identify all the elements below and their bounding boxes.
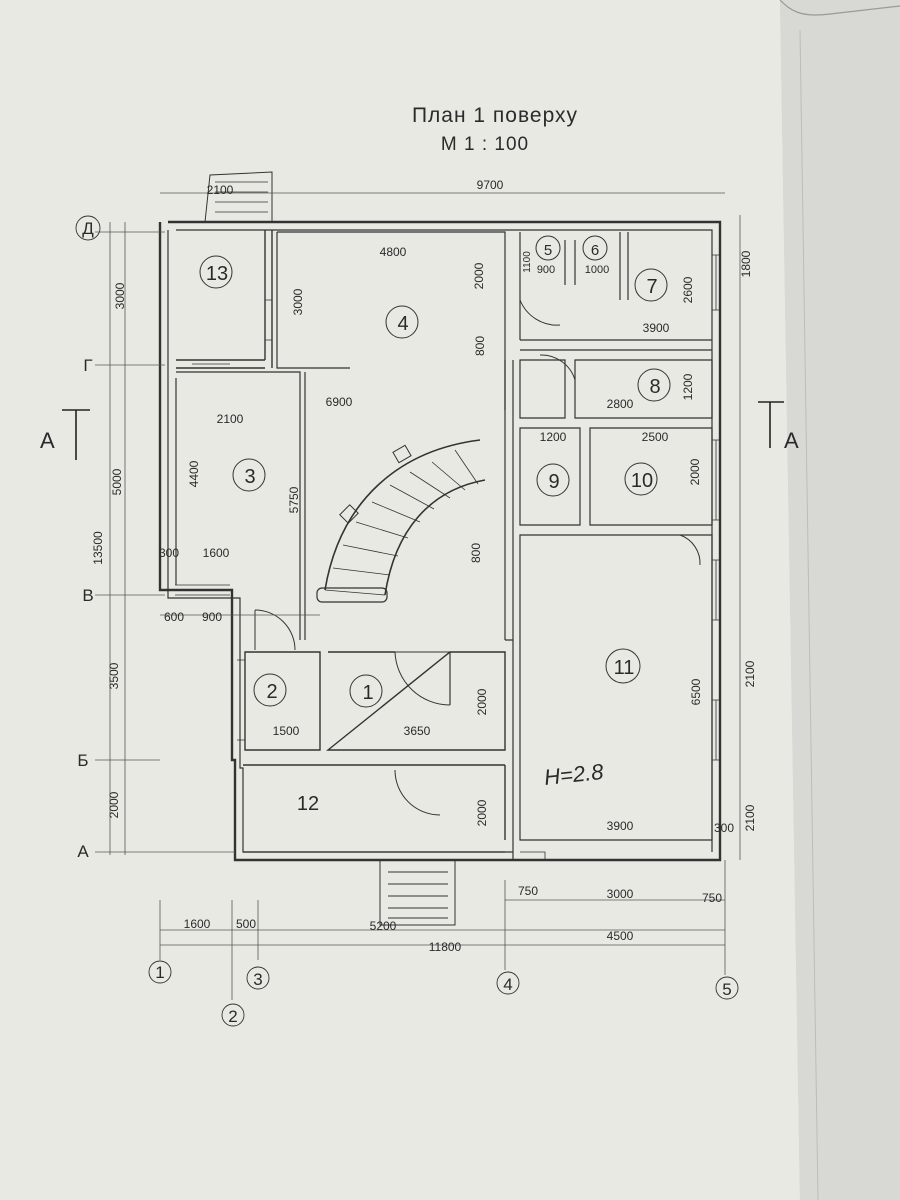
dimension-labels: 9700 2100 4800 900 1000 3900 2800 6900 2… xyxy=(159,178,734,954)
dim-5750: 5750 xyxy=(287,486,301,513)
dim-1100: 1100 xyxy=(522,251,533,273)
dim-2000-left-bottom: 2000 xyxy=(107,791,121,818)
dim-11800: 11800 xyxy=(429,940,462,954)
dim-4400: 4400 xyxy=(187,460,201,487)
axis-row-g: Г xyxy=(83,356,92,375)
dim-1500: 1500 xyxy=(273,724,300,738)
axis-row-a: А xyxy=(77,842,89,861)
dim-900-left: 900 xyxy=(202,610,222,624)
paper-edge-shadow xyxy=(780,0,900,1200)
room-9-number: 9 xyxy=(548,471,559,493)
dim-1200-room8: 1200 xyxy=(681,373,695,400)
dim-2100-top: 2100 xyxy=(207,183,234,197)
room-labels: 2 1 3 4 5 6 7 8 9 10 11 12 13 xyxy=(206,242,661,815)
room-number-circles xyxy=(199,235,671,708)
dim-5200: 5200 xyxy=(370,919,397,933)
plan-scale: М 1 : 100 xyxy=(440,134,530,155)
vertical-dimension-labels: 1100 1800 2000 3000 3000 2600 800 1200 4… xyxy=(91,250,757,831)
dim-800-room4: 800 xyxy=(473,336,487,356)
dim-800-stair: 800 xyxy=(469,543,483,563)
building-walls xyxy=(158,171,722,926)
axis-labels: Д Г В Б А 1 2 3 4 5 xyxy=(77,219,731,1026)
dim-2100-right-lower: 2100 xyxy=(743,804,757,831)
dim-2000-room1: 2000 xyxy=(475,688,489,715)
room-2-number: 2 xyxy=(266,681,277,703)
dim-4500: 4500 xyxy=(607,929,634,943)
room-13-number: 13 xyxy=(206,263,228,285)
axis-row-v: В xyxy=(82,586,93,605)
curved-staircase xyxy=(316,439,486,603)
room-6-number: 6 xyxy=(591,242,599,259)
room-8-number: 8 xyxy=(649,376,660,398)
paper-fold xyxy=(779,0,900,16)
paper xyxy=(0,0,800,1200)
dim-9700: 9700 xyxy=(477,178,504,192)
dim-6500: 6500 xyxy=(689,678,703,705)
ceiling-height-note: Н=2.8 xyxy=(543,759,605,790)
dim-1800: 1800 xyxy=(739,250,753,277)
dim-3900-room7: 3900 xyxy=(643,321,670,335)
windows xyxy=(175,254,720,860)
dim-2100-room3: 2100 xyxy=(217,412,244,426)
dim-1600-room3: 1600 xyxy=(203,546,230,560)
section-mark-left: А xyxy=(40,428,55,453)
room-4-number: 4 xyxy=(397,313,408,335)
axis-row-b: Б xyxy=(77,751,88,770)
dim-300-left: 300 xyxy=(159,546,179,560)
door-swings xyxy=(254,299,701,816)
dim-2000-room10: 2000 xyxy=(688,458,702,485)
dim-2000-room12: 2000 xyxy=(475,799,489,826)
dim-13500: 13500 xyxy=(91,531,105,565)
dim-300-right: 300 xyxy=(714,821,734,835)
axis-col-3: 3 xyxy=(253,970,262,989)
dim-3650: 3650 xyxy=(404,724,431,738)
dim-3000-bottom: 3000 xyxy=(607,887,634,901)
room-11-number: 11 xyxy=(614,657,635,679)
dim-6900: 6900 xyxy=(326,395,353,409)
dim-1000: 1000 xyxy=(585,264,609,276)
axis-col-4: 4 xyxy=(503,975,512,994)
axis-row-d: Д xyxy=(82,219,94,238)
dim-1200-room9: 1200 xyxy=(540,430,567,444)
dim-750-right: 750 xyxy=(702,891,722,905)
room-10-number: 10 xyxy=(631,470,653,492)
axis-col-1: 1 xyxy=(155,963,164,982)
dim-2800: 2800 xyxy=(607,397,634,411)
dim-3000-left: 3000 xyxy=(113,282,127,309)
dim-5000: 5000 xyxy=(110,468,124,495)
room-5-number: 5 xyxy=(544,242,552,259)
room-7-number: 7 xyxy=(646,276,657,298)
section-mark-right: А xyxy=(784,428,799,453)
dim-1600-bottom: 1600 xyxy=(184,917,211,931)
paper-crease xyxy=(799,29,819,1200)
dim-500: 500 xyxy=(236,917,256,931)
section-markers xyxy=(62,401,784,460)
dim-2000-room4: 2000 xyxy=(472,262,486,289)
plan-title: План 1 поверху xyxy=(411,104,579,127)
room-12-number: 12 xyxy=(297,793,319,815)
dim-4800: 4800 xyxy=(380,245,407,259)
room-1-number: 1 xyxy=(362,682,373,704)
dim-3000-room4: 3000 xyxy=(291,288,305,315)
dim-2600: 2600 xyxy=(681,276,695,303)
dimension-lines xyxy=(95,192,741,1000)
room-3-number: 3 xyxy=(244,466,255,488)
dim-900-room5: 900 xyxy=(537,264,555,276)
axis-col-5: 5 xyxy=(722,980,731,999)
dim-600: 600 xyxy=(164,610,184,624)
axis-bubbles xyxy=(75,215,739,1027)
section-labels: А А xyxy=(40,428,799,453)
dim-3500: 3500 xyxy=(107,662,121,689)
dim-3900-room11: 3900 xyxy=(607,819,634,833)
dim-2500: 2500 xyxy=(642,430,669,444)
dim-2100-right-upper: 2100 xyxy=(743,660,757,687)
axis-col-2: 2 xyxy=(228,1007,237,1026)
dim-750-left: 750 xyxy=(518,884,538,898)
